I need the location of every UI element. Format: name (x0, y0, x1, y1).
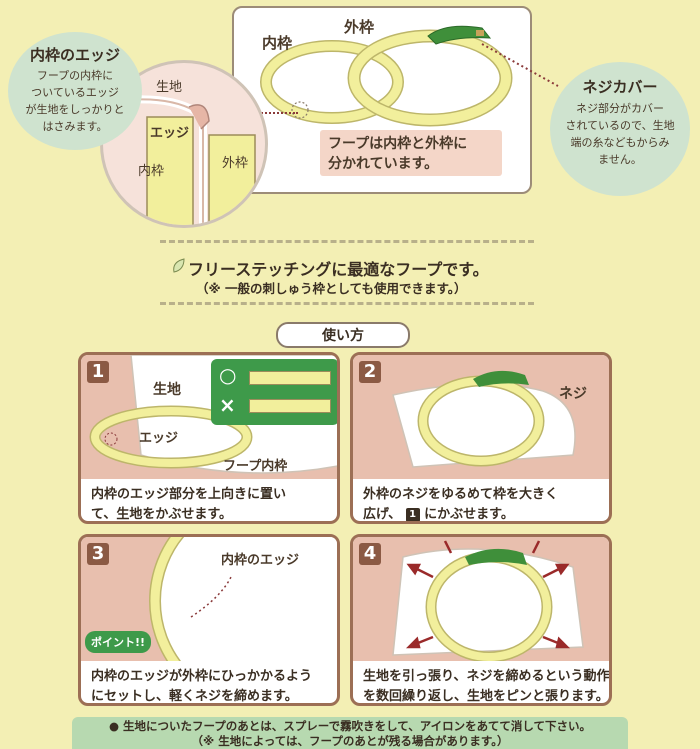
cs-fabric-label: 生地 (156, 80, 183, 95)
step-2-caption: 外枠のネジをゆるめて枠を大きく 広げ、 1 にかぶせます。 (363, 485, 601, 522)
step-1-ng-bar (249, 399, 331, 413)
usage-title: 使い方 (322, 328, 364, 344)
step-1-hoop-label: フープ内枠 (223, 459, 288, 474)
edge-mark (291, 101, 309, 119)
screw-cover-body: ネジ部分がカバー されているので、生地 端の糸などもからみ ません。 (565, 102, 675, 166)
bottom-note-line-1: ● 生地についたフープのあとは、スプレーで霧吹きをして、アイロンをあてて消して下… (108, 719, 592, 733)
step-2-scene (353, 355, 609, 479)
step-1-ng-mark: × (219, 393, 236, 417)
step-2-caption-b2: にかぶせます。 (424, 507, 514, 522)
inner-edge-title: 内枠のエッジ (29, 46, 120, 64)
step-1-okng-bubble (211, 359, 337, 425)
bottom-note: ● 生地についたフープのあとは、スプレーで霧吹きをして、アイロンをあてて消して下… (72, 717, 628, 749)
step-4-number: 4 (359, 543, 381, 565)
step-3-panel: 3 内枠のエッジ ポイント!! 内枠のエッジが外枠にひっかかるよう にセットし、… (78, 534, 340, 706)
cs-edge-label: エッジ (150, 126, 190, 141)
usage-title-pill: 使い方 (276, 322, 410, 348)
step-2-caption-line-a: 外枠のネジをゆるめて枠を大きく (363, 487, 559, 502)
step-3-caption: 内枠のエッジが外枠にひっかかるよう にセットし、軽くネジを締めます。 (91, 669, 313, 704)
divider-top (160, 240, 534, 243)
step-2-screw-label: ネジ (559, 386, 587, 402)
step-1-edge-label: エッジ (139, 431, 179, 446)
step-4-scene (353, 537, 609, 663)
step-2-panel: 2 ネジ 外枠のネジをゆるめて枠を大きく 広げ、 1 にかぶせます。 (350, 352, 612, 524)
step-3-point-badge: ポイント!! (85, 631, 152, 653)
step-4-panel: 4 生地を引っ張り、ネジを締めるという動作 を数回繰り返し、生地をピンと張ります… (350, 534, 612, 706)
step-4-pull-arrows (405, 540, 571, 649)
summary-box (320, 130, 502, 176)
step-1-ok-mark: ○ (219, 363, 237, 387)
step-2-screw (473, 370, 529, 387)
screw-cover (427, 25, 492, 45)
headline-sub: （※ 一般の刺しゅう枠としても使用できます。） (196, 281, 467, 296)
step-1-ok-bar (249, 371, 331, 385)
step-2-number: 2 (359, 361, 381, 383)
screw-cover-callout: ネジカバー ネジ部分がカバー されているので、生地 端の糸などもからみ ません。 (550, 62, 690, 196)
step-2-caption-b1: 広げ、 (363, 507, 402, 522)
headline-main: フリーステッチングに最適なフープです。 (188, 260, 489, 279)
step-2-caption-line-b: 広げ、 1 にかぶせます。 (363, 505, 601, 522)
divider-bottom (160, 302, 534, 305)
screw-cover-title: ネジカバー (582, 78, 658, 96)
outer-label: 外枠 (344, 18, 375, 36)
step-1-caption: 内枠のエッジ部分を上向きに置い て、生地をかぶせます。 (91, 487, 287, 522)
summary-text: フープは内枠と外枠に 分かれています。 (328, 136, 468, 172)
step-3-number: 3 (87, 543, 109, 565)
step-4-caption: 生地を引っ張り、ネジを締めるという動作 を数回繰り返し、生地をピンと張ります。 (363, 669, 610, 704)
step-1-fabric-label: 生地 (153, 382, 181, 398)
step-3-edge-label: 内枠のエッジ (221, 553, 300, 568)
inner-label: 内枠 (262, 34, 293, 52)
step-1-number: 1 (87, 361, 109, 383)
inner-edge-body: フープの内枠に ついているエッジ が生地をしっかりと はさみます。 (25, 69, 125, 133)
inner-edge-callout: 内枠のエッジ フープの内枠に ついているエッジ が生地をしっかりと はさみます。 (8, 32, 142, 150)
cs-outer-label: 外枠 (222, 156, 249, 171)
bottom-note-line-2: （※ 生地によっては、フープのあとが残る場合があります。） (191, 734, 509, 748)
hoop-rings-illustration (260, 25, 513, 127)
screw-connector-line (481, 43, 559, 87)
cs-inner-label: 内枠 (138, 164, 165, 179)
cross-section-circle (100, 60, 268, 228)
leaf-icon (172, 258, 186, 278)
step-1-reference-badge: 1 (405, 507, 420, 521)
step-1-panel: 1 生地 エッジ フープ内枠 ○ × 内枠のエッジ部分を上向きに置い て、生地を… (78, 352, 340, 524)
